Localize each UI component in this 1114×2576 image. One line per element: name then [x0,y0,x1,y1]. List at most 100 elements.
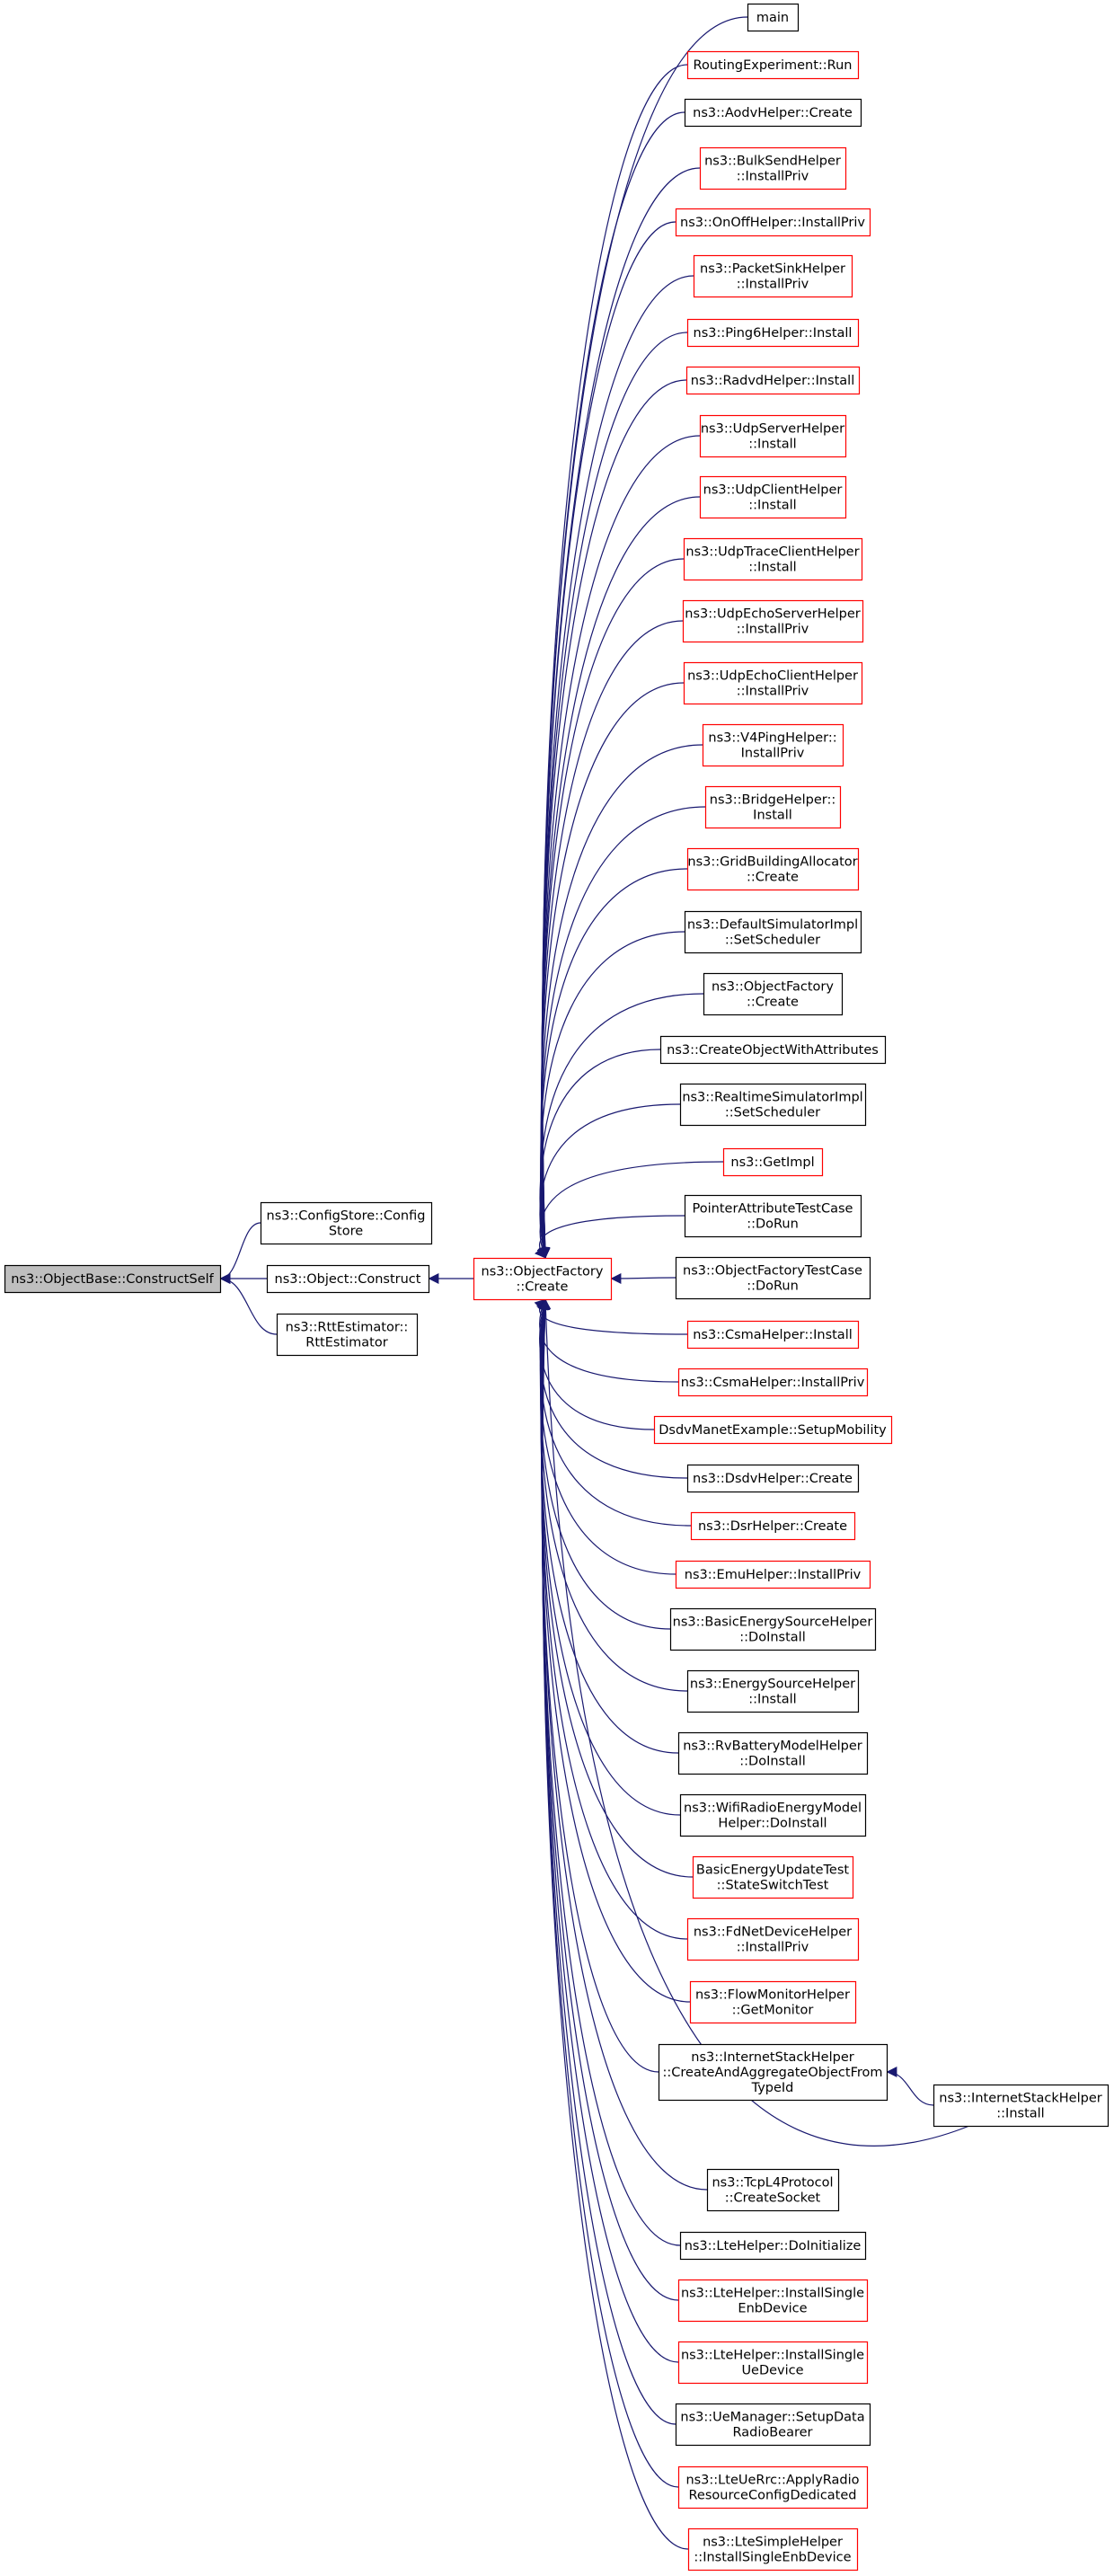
node-label: Install [753,809,792,823]
edge-flowmonitor-to-objectfactory-create [539,1298,691,2003]
node-box [686,1917,860,1961]
node-energysource[interactable]: ns3::EnergySourceHelper::Install [686,1669,860,1713]
node-label: ns3::UdpTraceClientHelper [685,545,859,560]
node-bulksend[interactable]: ns3::BulkSendHelper::InstallPriv [699,146,847,190]
node-routing-run[interactable]: RoutingExperiment::Run [686,50,860,80]
node-basicenergyupdate[interactable]: BasicEnergyUpdateTest::StateSwitchTest [692,1855,854,1899]
node-label: InstallPriv [741,747,805,761]
node-bridge[interactable]: ns3::BridgeHelper::Install [704,785,842,829]
node-configstore[interactable]: ns3::ConfigStore::ConfigStore [260,1201,433,1245]
node-label: ns3::RttEstimator:: [286,1321,409,1335]
node-v4ping[interactable]: ns3::V4PingHelper::InstallPriv [702,723,844,767]
node-realtimesim[interactable]: ns3::RealtimeSimulatorImpl::SetScheduler [679,1083,867,1127]
node-label: ::Create [747,996,799,1010]
node-udpechoserver[interactable]: ns3::UdpEchoServerHelper::InstallPriv [682,599,864,643]
node-label: ::Install [996,2107,1044,2121]
node-label: ns3::BridgeHelper:: [710,793,836,808]
node-ping6[interactable]: ns3::Ping6Helper::Install [686,318,860,348]
node-label: PointerAttributeTestCase [693,1202,853,1217]
node-box [702,723,844,767]
node-label: ns3::UdpServerHelper [701,422,844,437]
node-label: ns3::LteUeRrc::ApplyRadio [685,2474,859,2488]
node-label: ::DoRun [747,1279,799,1294]
edge-csma_installpriv-to-objectfactory-create [535,1298,679,1383]
node-flowmonitor[interactable]: ns3::FlowMonitorHelper::GetMonitor [689,1980,857,2024]
node-box [685,366,861,395]
node-packetsink[interactable]: ns3::PacketSinkHelper::InstallPriv [693,254,853,298]
node-label: ResourceConfigDedicated [688,2489,856,2503]
node-box [675,1560,871,1589]
node-label: ::InstallSingleEnbDevice [694,2551,851,2565]
node-box [266,1264,430,1294]
edge-radvd-to-objectfactory-create [539,379,687,1259]
node-box [699,475,847,519]
node-internetstack-install[interactable]: ns3::InternetStackHelper::Install [933,2084,1110,2128]
node-radvd[interactable]: ns3::RadvdHelper::Install [685,366,861,395]
node-udpserver[interactable]: ns3::UdpServerHelper::Install [699,414,847,458]
node-box [675,208,871,237]
node-label: ::Install [748,1693,796,1707]
node-dsr-create[interactable]: ns3::DsrHelper::Create [690,1511,856,1541]
node-csma-install[interactable]: ns3::CsmaHelper::Install [686,1320,860,1350]
node-label: ns3::ObjectBase::ConstructSelf [11,1272,214,1287]
node-label: ns3::FdNetDeviceHelper [694,1925,852,1940]
node-objectfactory-create2[interactable]: ns3::ObjectFactory::Create [703,972,844,1016]
node-createobjattr[interactable]: ns3::CreateObjectWithAttributes [659,1035,887,1065]
edge-defaultsim-to-objectfactory-create [538,931,685,1259]
node-box [692,1855,854,1899]
node-onoff[interactable]: ns3::OnOffHelper::InstallPriv [675,208,871,237]
node-label: ns3::DefaultSimulatorImpl [687,918,858,933]
node-box [4,1264,222,1294]
edge-ping6-to-objectfactory-create [539,332,688,1259]
node-emu[interactable]: ns3::EmuHelper::InstallPriv [675,1560,871,1589]
node-label: UeDevice [741,2364,803,2378]
node-lte-enb[interactable]: ns3::LteHelper::InstallSingleEnbDevice [677,2279,869,2323]
node-box [933,2084,1110,2128]
edge-objectfactory_create2-to-objectfactory-create [538,993,704,1259]
node-fdnet[interactable]: ns3::FdNetDeviceHelper::InstallPriv [686,1917,860,1961]
node-csma-installpriv[interactable]: ns3::CsmaHelper::InstallPriv [677,1368,869,1397]
node-defaultsim[interactable]: ns3::DefaultSimulatorImpl::SetScheduler [684,910,862,954]
node-lteuerrc[interactable]: ns3::LteUeRrc::ApplyRadioResourceConfigD… [677,2465,869,2510]
node-dsdv-create[interactable]: ns3::DsdvHelper::Create [686,1464,860,1493]
node-udpechoclient[interactable]: ns3::UdpEchoClientHelper::InstallPriv [683,661,863,705]
node-aodv-create[interactable]: ns3::AodvHelper::Create [684,98,862,128]
node-gridbuilding[interactable]: ns3::GridBuildingAllocator::Create [686,847,860,891]
node-constructself[interactable]: ns3::ObjectBase::ConstructSelf [4,1264,222,1294]
node-label: ::StateSwitchTest [717,1879,829,1893]
node-objfactorytest[interactable]: ns3::ObjectFactoryTestCase::DoRun [675,1256,871,1300]
node-basicenergy[interactable]: ns3::BasicEnergySourceHelper::DoInstall [669,1607,877,1651]
node-box [747,3,800,32]
node-label: ns3::LteHelper::InstallSingle [681,2349,864,2363]
node-box [689,1980,857,2024]
node-label: ::SetScheduler [725,1106,820,1120]
node-wifiradio[interactable]: ns3::WifiRadioEnergyModelHelper::DoInsta… [679,1793,867,1837]
node-label: ns3::WifiRadioEnergyModel [684,1801,862,1816]
node-rvbattery[interactable]: ns3::RvBatteryModelHelper::DoInstall [677,1731,869,1775]
node-box [683,537,863,581]
node-label: ns3::UdpEchoServerHelper [685,607,860,622]
node-label: ns3::V4PingHelper:: [708,731,836,746]
node-tcpl4[interactable]: ns3::TcpL4Protocol::CreateSocket [706,2168,840,2212]
node-label: ::DoRun [747,1217,799,1232]
node-getimpl[interactable]: ns3::GetImpl [722,1147,824,1177]
node-label: ns3::LteHelper::InstallSingle [681,2287,864,2301]
node-ltesimple[interactable]: ns3::LteSimpleHelper::InstallSingleEnbDe… [687,2527,859,2572]
node-label: ::CreateAndAggregateObjectFrom [663,2066,883,2080]
node-udptraceclient[interactable]: ns3::UdpTraceClientHelper::Install [683,537,863,581]
node-lte-doinit[interactable]: ns3::LteHelper::DoInitialize [679,2231,867,2261]
node-box [683,661,863,705]
node-box [260,1201,433,1245]
node-box [699,414,847,458]
node-pointerattr[interactable]: PointerAttributeTestCase::DoRun [684,1194,862,1238]
node-internetstack-cao[interactable]: ns3::InternetStackHelper::CreateAndAggre… [658,2043,889,2102]
node-main[interactable]: main [747,3,800,32]
node-objectfactory-create[interactable]: ns3::ObjectFactory::Create [473,1257,613,1301]
edge-dsr_create-to-objectfactory-create [538,1298,692,1527]
node-object-construct[interactable]: ns3::Object::Construct [266,1264,430,1294]
node-udpclient[interactable]: ns3::UdpClientHelper::Install [699,475,847,519]
node-rttestimator[interactable]: ns3::RttEstimator::RttEstimator [276,1313,419,1357]
node-dsdvmanet[interactable]: DsdvManetExample::SetupMobility [653,1415,893,1445]
